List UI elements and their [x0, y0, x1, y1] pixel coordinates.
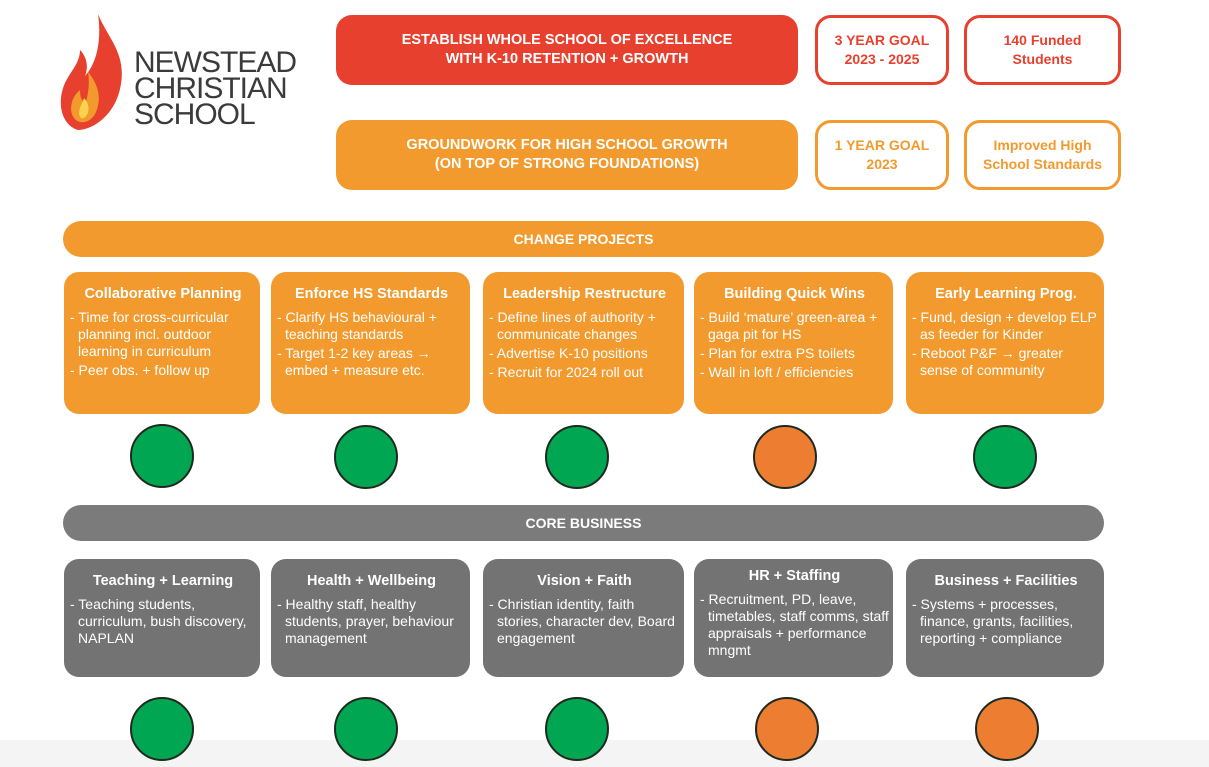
- card-line: - Clarify HS behavioural + teaching stan…: [277, 309, 437, 342]
- goal-main-1yr: GROUNDWORK FOR HIGH SCHOOL GROWTH (ON TOP…: [336, 120, 798, 190]
- goal-target-line: 140 Funded: [1003, 32, 1082, 48]
- card-line: - Wall in loft / efficiencies: [700, 364, 854, 380]
- card-line: - Build ‘mature’ green-area + gaga pit f…: [700, 309, 878, 342]
- status-dot-amber: [755, 697, 819, 761]
- status-dot-green: [545, 425, 609, 489]
- change-card-early-learning-prog: Early Learning Prog. - Fund, design + de…: [906, 272, 1104, 414]
- status-dot-amber: [975, 697, 1039, 761]
- card-title: Vision + Faith: [537, 573, 632, 589]
- card-line: - Teaching students, curriculum, bush di…: [70, 596, 247, 646]
- card-line: - Fund, design + develop ELP as feeder f…: [912, 309, 1097, 342]
- core-card-hr-staffing: HR + Staffing - Recruitment, PD, leave, …: [694, 559, 893, 677]
- card-title: Collaborative Planning: [84, 286, 242, 302]
- card-line: - Target 1-2 key areas → embed + measure…: [277, 345, 431, 378]
- logo-line: SCHOOL: [134, 98, 256, 131]
- logo-line: NEWSTEAD: [134, 46, 297, 79]
- status-dot-green: [973, 425, 1037, 489]
- card-title: Enforce HS Standards: [294, 286, 449, 302]
- change-projects-header: CHANGE PROJECTS: [63, 221, 1104, 257]
- goal-period-line: 2023: [866, 156, 898, 172]
- flame-icon: [60, 14, 122, 130]
- card-line: - Reboot P&F → greater sense of communit…: [912, 345, 1063, 378]
- card-title: Teaching + Learning: [92, 573, 234, 589]
- change-card-enforce-hs-standards: Enforce HS Standards - Clarify HS behavi…: [271, 272, 470, 414]
- goal-target-line: School Standards: [982, 156, 1103, 172]
- goal-target-line: Improved High: [993, 137, 1092, 153]
- logo-wordmark: NEWSTEAD CHRISTIAN SCHOOL: [134, 46, 297, 131]
- goal-main-3yr: ESTABLISH WHOLE SCHOOL OF EXCELLENCE WITH…: [336, 15, 798, 85]
- goal-main-line: (ON TOP OF STRONG FOUNDATIONS): [434, 156, 700, 172]
- core-card-health-wellbeing: Health + Wellbeing - Healthy staff, heal…: [271, 559, 470, 677]
- card-line: - Systems + processes, finance, grants, …: [912, 596, 1074, 646]
- status-dot-green: [545, 697, 609, 761]
- status-dot-green: [130, 424, 194, 488]
- status-dot-green: [130, 697, 194, 761]
- core-card-teaching-learning: Teaching + Learning - Teaching students,…: [64, 559, 260, 677]
- card-line: - Advertise K-10 positions: [489, 345, 648, 361]
- goal-period-1yr: 1 YEAR GOAL 2023: [815, 120, 949, 190]
- card-line: - Plan for extra PS toilets: [700, 345, 855, 361]
- goal-main-line: GROUNDWORK FOR HIGH SCHOOL GROWTH: [406, 137, 728, 153]
- goal-period-line: 3 YEAR GOAL: [834, 32, 930, 48]
- card-line: - Peer obs. + follow up: [70, 362, 210, 378]
- card-line: - Recruit for 2024 roll out: [489, 364, 644, 380]
- goal-main-line: ESTABLISH WHOLE SCHOOL OF EXCELLENCE: [401, 32, 733, 48]
- core-card-vision-faith: Vision + Faith - Christian identity, fai…: [483, 559, 684, 677]
- goal-period-line: 2023 - 2025: [844, 51, 920, 67]
- status-dot-amber: [753, 425, 817, 489]
- card-title: Building Quick Wins: [724, 286, 865, 302]
- logo-line: CHRISTIAN: [134, 72, 288, 105]
- goal-main-line: WITH K-10 RETENTION + GROWTH: [445, 51, 689, 67]
- change-card-building-quick-wins: Building Quick Wins - Build ‘mature’ gre…: [694, 272, 893, 414]
- core-card-business-facilities: Business + Facilities - Systems + proces…: [906, 559, 1104, 677]
- card-title: Early Learning Prog.: [935, 286, 1077, 302]
- status-dot-green: [334, 425, 398, 489]
- change-card-collaborative-planning: Collaborative Planning - Time for cross-…: [64, 272, 260, 414]
- goal-period-line: 1 YEAR GOAL: [834, 137, 930, 153]
- goal-period-3yr: 3 YEAR GOAL 2023 - 2025: [815, 15, 949, 85]
- status-dot-green: [334, 697, 398, 761]
- card-line: - Healthy staff, healthy students, praye…: [277, 596, 454, 646]
- card-title: Health + Wellbeing: [306, 573, 437, 589]
- card-line: - Christian identity, faith stories, cha…: [489, 596, 675, 646]
- goal-target-line: Students: [1012, 51, 1073, 67]
- school-logo: NEWSTEAD CHRISTIAN SCHOOL: [58, 14, 318, 134]
- change-card-leadership-restructure: Leadership Restructure - Define lines of…: [483, 272, 684, 414]
- core-business-header: CORE BUSINESS: [63, 505, 1104, 541]
- card-title: Business + Facilities: [934, 573, 1078, 589]
- card-line: - Time for cross-curricular planning inc…: [70, 309, 229, 359]
- card-title: HR + Staffing: [748, 568, 841, 584]
- card-title: Leadership Restructure: [503, 286, 666, 302]
- card-line: - Define lines of authority + communicat…: [489, 309, 656, 342]
- card-line: - Recruitment, PD, leave, timetables, st…: [700, 591, 889, 658]
